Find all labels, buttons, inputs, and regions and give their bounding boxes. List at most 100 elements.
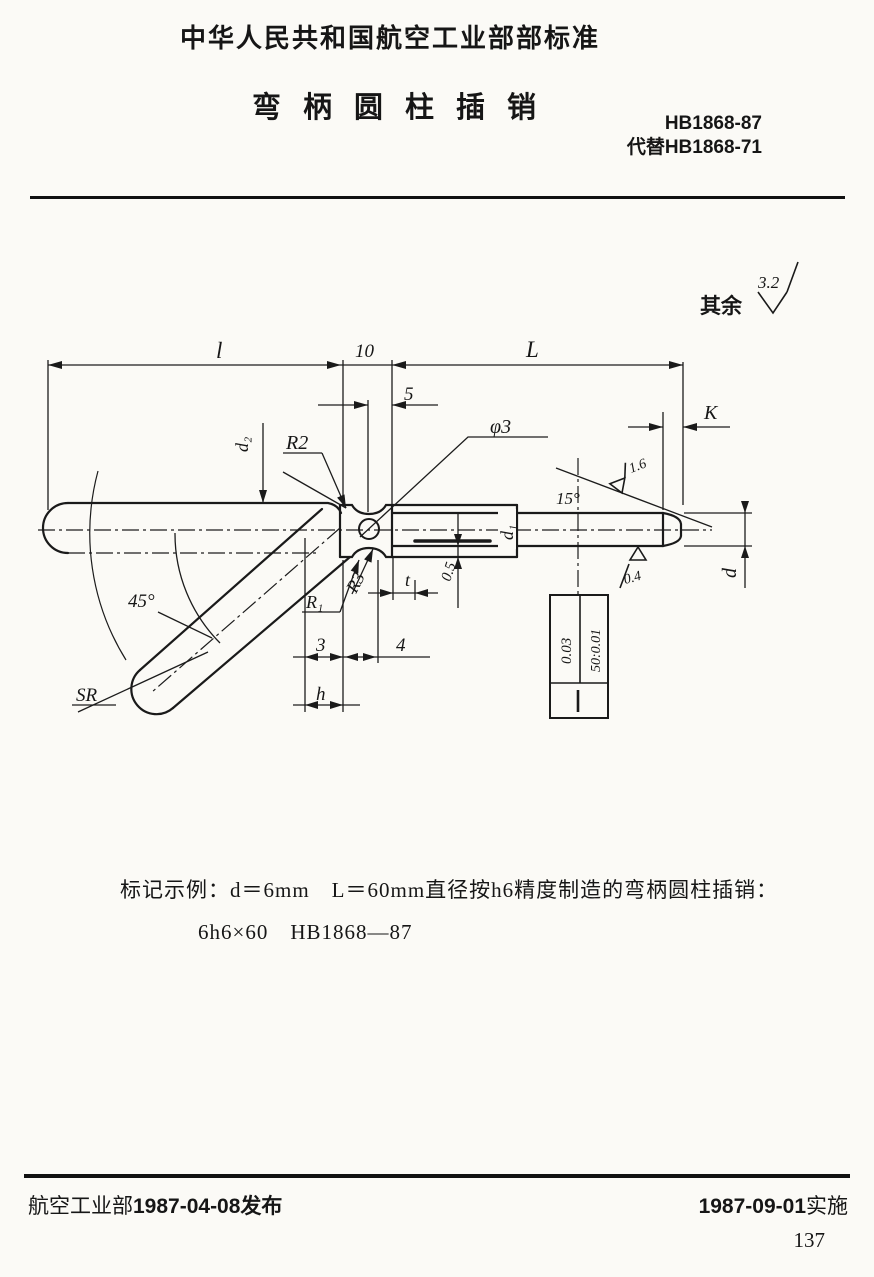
SR-leader — [77, 651, 209, 713]
standard-header: 中华人民共和国航空工业部部标准 — [179, 23, 600, 53]
roughness-rest-flank-icon — [786, 261, 799, 293]
dim-label-05: 0.5 — [439, 560, 460, 583]
roughness-rest-triangle-icon — [757, 291, 788, 315]
angle-45-arc — [174, 532, 221, 644]
footer-issue: 航空工业部1987-04-08发布 — [28, 1190, 282, 1220]
arrow — [345, 653, 358, 661]
roughness-symbols — [608, 261, 799, 589]
arrow — [330, 701, 343, 709]
tolerance-value: 0.03 — [559, 638, 575, 664]
dim-label-15deg: 15° — [556, 489, 580, 508]
dim-label-SR: SR — [76, 685, 98, 706]
bent-handle-lower-edge — [171, 555, 352, 710]
dim-label-5: 5 — [404, 384, 414, 405]
detent-ball — [358, 518, 380, 540]
roughness-16-flank — [624, 462, 627, 479]
dimension-lines — [47, 360, 752, 713]
arrow — [649, 423, 663, 431]
swing-arc — [89, 470, 127, 661]
arrow — [48, 361, 62, 369]
page-number: 137 — [793, 1228, 826, 1252]
arrow — [380, 589, 393, 597]
footer-rule — [24, 1174, 850, 1178]
arrow — [683, 423, 697, 431]
arrow — [392, 361, 406, 369]
bent-handle-tip-cap — [130, 668, 175, 716]
roughness-04-value: 0.4 — [622, 569, 643, 588]
dim-label-K: K — [703, 402, 719, 424]
bent-handle-upper-edge — [138, 507, 324, 672]
roughness-16-icon — [608, 462, 627, 495]
arrow — [305, 653, 318, 661]
arrow — [350, 560, 359, 574]
arrow — [363, 653, 376, 661]
roughness-04-flank-icon — [619, 563, 630, 589]
dim-label-R2: R2 — [285, 432, 308, 454]
groove-bottom-profile — [338, 546, 394, 559]
part-outline — [41, 501, 683, 716]
dim-label-45deg: 45° — [128, 591, 155, 612]
roughness-16-value: 1.6 — [627, 456, 649, 476]
tip-cap — [661, 511, 683, 548]
dimension-labels: l 10 L 5 K φ3 R2 d₂ 15° 1.6 0.4 d₁ d 0.5… — [76, 273, 780, 706]
arrow — [364, 549, 373, 563]
centerlines — [38, 458, 712, 693]
footer-issuer: 航空工业部 — [28, 1194, 133, 1218]
dim-label-3: 3 — [315, 635, 326, 656]
footer-issue-date: 1987-04-08 — [133, 1195, 241, 1218]
arrow — [669, 361, 683, 369]
footer-impl-label: 实施 — [806, 1194, 848, 1218]
arrow — [392, 401, 406, 409]
handle-left-cap — [41, 501, 70, 555]
header-rule — [30, 196, 845, 199]
designation-example-line2: 6h6×60 HB1868—87 — [198, 920, 413, 944]
dim-label-phi3: φ3 — [490, 416, 511, 438]
dim-label-d2: d₂ — [232, 437, 252, 452]
arrow — [454, 534, 462, 546]
page-title: 弯柄圆柱插销 — [251, 92, 558, 124]
dim-label-h: h — [316, 684, 326, 705]
standard-number-block: HB1868-87 代替HB1868-71 — [627, 112, 762, 160]
handle-top-edge — [66, 501, 343, 515]
replaced-standard: 代替HB1868-71 — [626, 137, 762, 158]
arrow — [327, 361, 341, 369]
dim-label-10: 10 — [355, 341, 375, 362]
roughness-rest-value: 3.2 — [757, 273, 780, 292]
standard-number: HB1868-87 — [664, 113, 762, 134]
label-backing — [498, 509, 516, 549]
roughness-16-triangle — [608, 476, 626, 495]
footer-impl-date: 1987-09-01 — [698, 1195, 806, 1218]
arrow — [337, 494, 346, 508]
footer-implementation: 1987-09-01实施 — [699, 1190, 848, 1220]
arrow — [259, 490, 267, 503]
arrow — [415, 589, 428, 597]
dim-label-L: L — [525, 337, 539, 362]
dim-label-R1: R₁ — [305, 592, 323, 612]
groove-top-profile — [338, 503, 394, 516]
dim-label-l: l — [216, 338, 222, 363]
arrow — [741, 501, 749, 513]
handle-axis-centerline — [151, 527, 341, 693]
dim-label-4: 4 — [396, 635, 406, 656]
arrowheads — [48, 361, 749, 709]
footer-issue-label: 发布 — [240, 1195, 283, 1218]
arrow — [330, 653, 343, 661]
tolerance-frame — [549, 594, 609, 719]
chamfer-15-construction — [555, 467, 713, 528]
arrow — [305, 701, 318, 709]
dim-label-d1: d₁ — [497, 525, 517, 540]
fillet-fan-line — [282, 471, 347, 509]
designation-example-line1: 标记示例：d＝6mm L＝60mm直径按h6精度制造的弯柄圆柱插销： — [120, 878, 779, 902]
roughness-rest-note: 其余 — [700, 294, 743, 318]
dim-label-d: d — [719, 567, 741, 578]
arrow — [741, 546, 749, 558]
tolerance-ratio: 50:0.01 — [589, 629, 604, 672]
angle-45-leader — [157, 611, 213, 639]
tolerance-frame-box — [549, 594, 609, 719]
roughness-04-triangle-icon — [628, 545, 648, 561]
dim-label-R3: R3 — [341, 569, 369, 597]
arrow — [354, 401, 368, 409]
arrow — [454, 557, 462, 569]
phi3-leader — [359, 436, 548, 538]
